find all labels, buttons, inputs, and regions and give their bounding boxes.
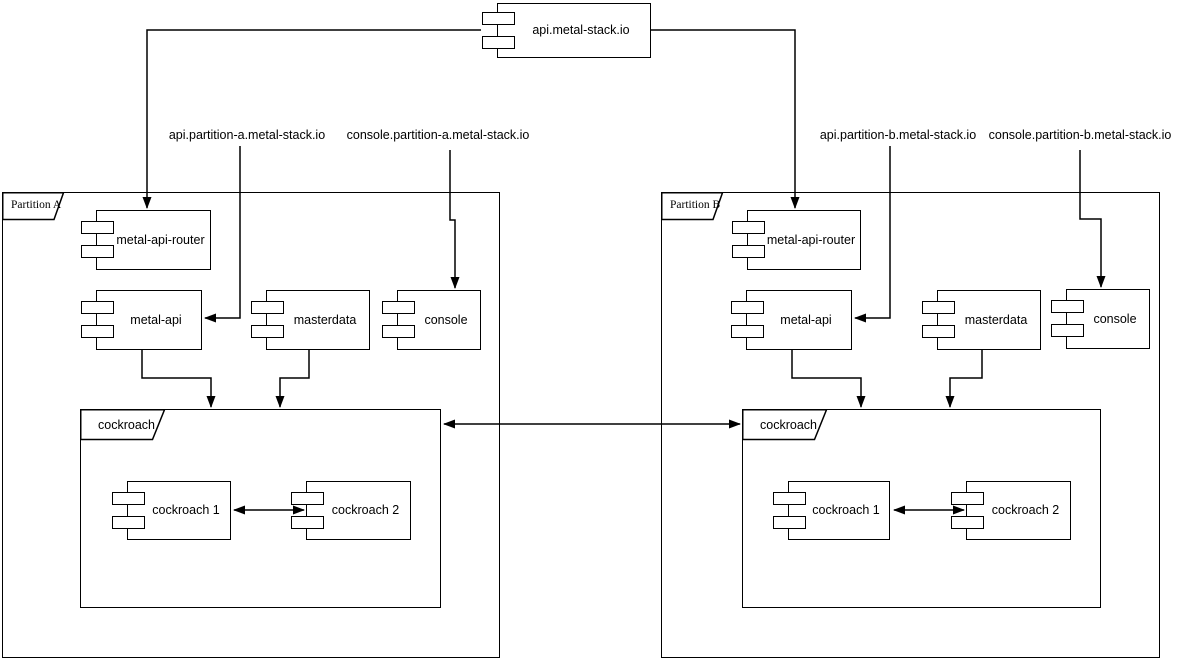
cockroach-frame-b-label: cockroach: [760, 418, 817, 432]
port-icon: [381, 301, 415, 314]
dns-label-api-partition-b: api.partition-b.metal-stack.io: [819, 128, 977, 142]
cockroach-frame-a-tab-shape: [79, 408, 166, 440]
component-api-metal-stack-io: api.metal-stack.io: [481, 3, 651, 58]
port-icon: [290, 516, 324, 529]
port-icon: [772, 492, 806, 505]
component-cockroach-1-b: cockroach 1: [772, 481, 890, 540]
partition-a-label: Partition A: [11, 199, 62, 211]
component-label: metal-api: [780, 312, 832, 327]
component-label: masterdata: [964, 312, 1028, 327]
partition-a-tab-shape: [1, 191, 65, 220]
port-icon: [80, 245, 114, 258]
component-label: cockroach 1: [152, 503, 220, 518]
port-icon: [111, 492, 145, 505]
component-label: metal-api-router: [766, 232, 856, 247]
component-cockroach-2-a: cockroach 2: [290, 481, 411, 540]
port-icon: [772, 516, 806, 529]
component-label: api.metal-stack.io: [532, 23, 630, 38]
port-icon: [1050, 324, 1084, 337]
port-icon: [481, 12, 515, 25]
component-metal-api-a: metal-api: [80, 290, 202, 350]
partition-b-label: Partition B: [670, 199, 721, 211]
dns-label-console-partition-b: console.partition-b.metal-stack.io: [988, 128, 1172, 142]
port-icon: [80, 221, 114, 234]
port-icon: [730, 301, 764, 314]
port-icon: [250, 325, 284, 338]
port-icon: [950, 492, 984, 505]
port-icon: [731, 245, 765, 258]
component-metal-api-router-b: metal-api-router: [731, 210, 861, 270]
cockroach-frame-a-label: cockroach: [98, 418, 155, 432]
component-metal-api-b: metal-api: [730, 290, 852, 350]
port-icon: [950, 516, 984, 529]
edge-api-metal-stack-io-to-router-a: [142, 29, 481, 209]
component-label: metal-api: [130, 312, 182, 327]
port-icon: [1050, 300, 1084, 313]
component-metal-api-router-a: metal-api-router: [80, 210, 211, 270]
component-console-b: console: [1050, 289, 1150, 349]
component-label: cockroach 2: [331, 503, 400, 518]
component-label: masterdata: [293, 312, 357, 327]
component-label: console: [424, 312, 468, 327]
port-icon: [921, 325, 955, 338]
component-cockroach-2-b: cockroach 2: [950, 481, 1071, 540]
component-console-a: console: [381, 290, 481, 350]
port-icon: [481, 36, 515, 49]
component-label: cockroach 2: [991, 503, 1060, 518]
edge-api-metal-stack-io-to-router-b: [651, 29, 800, 209]
port-icon: [731, 221, 765, 234]
port-icon: [250, 301, 284, 314]
port-icon: [80, 325, 114, 338]
port-icon: [921, 301, 955, 314]
component-label: metal-api-router: [116, 232, 205, 247]
component-cockroach-1-a: cockroach 1: [111, 481, 231, 540]
component-label: console: [1093, 311, 1137, 326]
dns-label-console-partition-a: console.partition-a.metal-stack.io: [346, 128, 530, 142]
port-icon: [381, 325, 415, 338]
cockroach-frame-b-tab-shape: [741, 408, 828, 440]
port-icon: [111, 516, 145, 529]
component-masterdata-a: masterdata: [250, 290, 370, 350]
port-icon: [290, 492, 324, 505]
port-icon: [80, 301, 114, 314]
dns-label-api-partition-a: api.partition-a.metal-stack.io: [168, 128, 326, 142]
port-icon: [730, 325, 764, 338]
component-masterdata-b: masterdata: [921, 290, 1041, 350]
component-label: cockroach 1: [812, 503, 880, 518]
